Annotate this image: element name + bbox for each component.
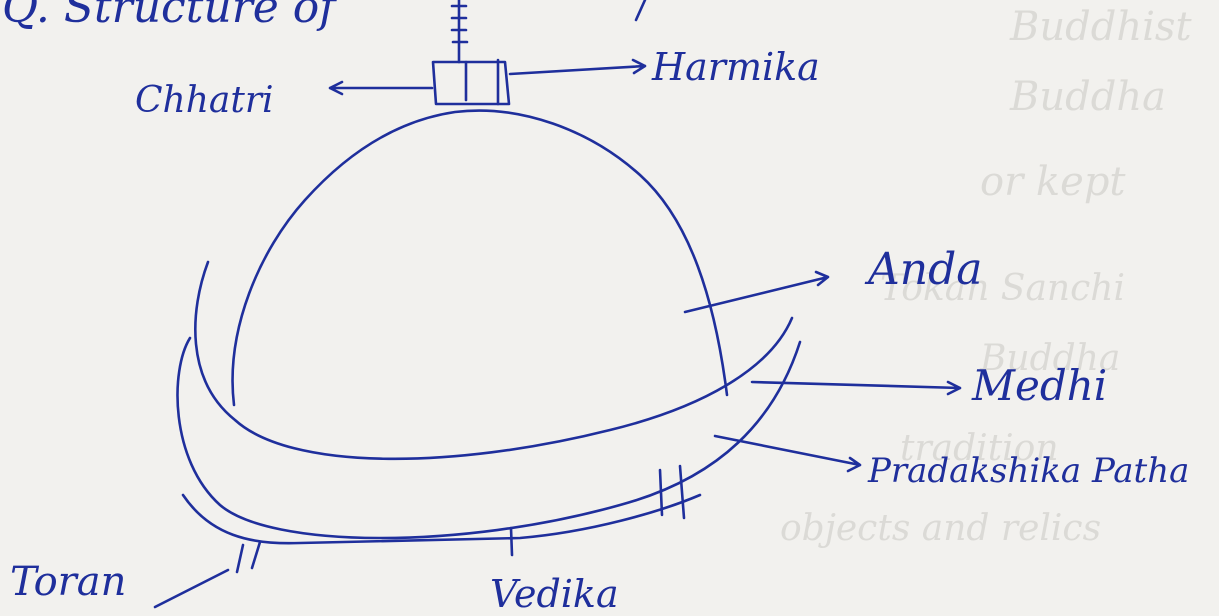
svg-text:Buddhist: Buddhist — [1009, 4, 1192, 50]
svg-text:objects and relics: objects and relics — [780, 508, 1101, 549]
label-chhatri: Chhatri — [135, 80, 274, 121]
heading: Q. Structure of — [2, 0, 342, 33]
label-harmika: Harmika — [651, 45, 820, 89]
medhi-outer-arc — [178, 338, 800, 538]
label-medhi: Medhi — [971, 361, 1107, 410]
harmika-drawing — [433, 0, 509, 104]
svg-text:or kept: or kept — [980, 159, 1126, 205]
label-pradakshina-patha: Pradakshika Patha — [867, 451, 1189, 491]
svg-text:Buddha: Buddha — [1009, 74, 1166, 120]
label-vedika: Vedika — [490, 572, 619, 616]
label-anda: Anda — [864, 244, 983, 295]
label-toran: Toran — [10, 559, 126, 605]
anda-dome — [233, 111, 727, 405]
railing-ticks — [237, 466, 684, 572]
medhi-inner-arc — [195, 262, 792, 459]
